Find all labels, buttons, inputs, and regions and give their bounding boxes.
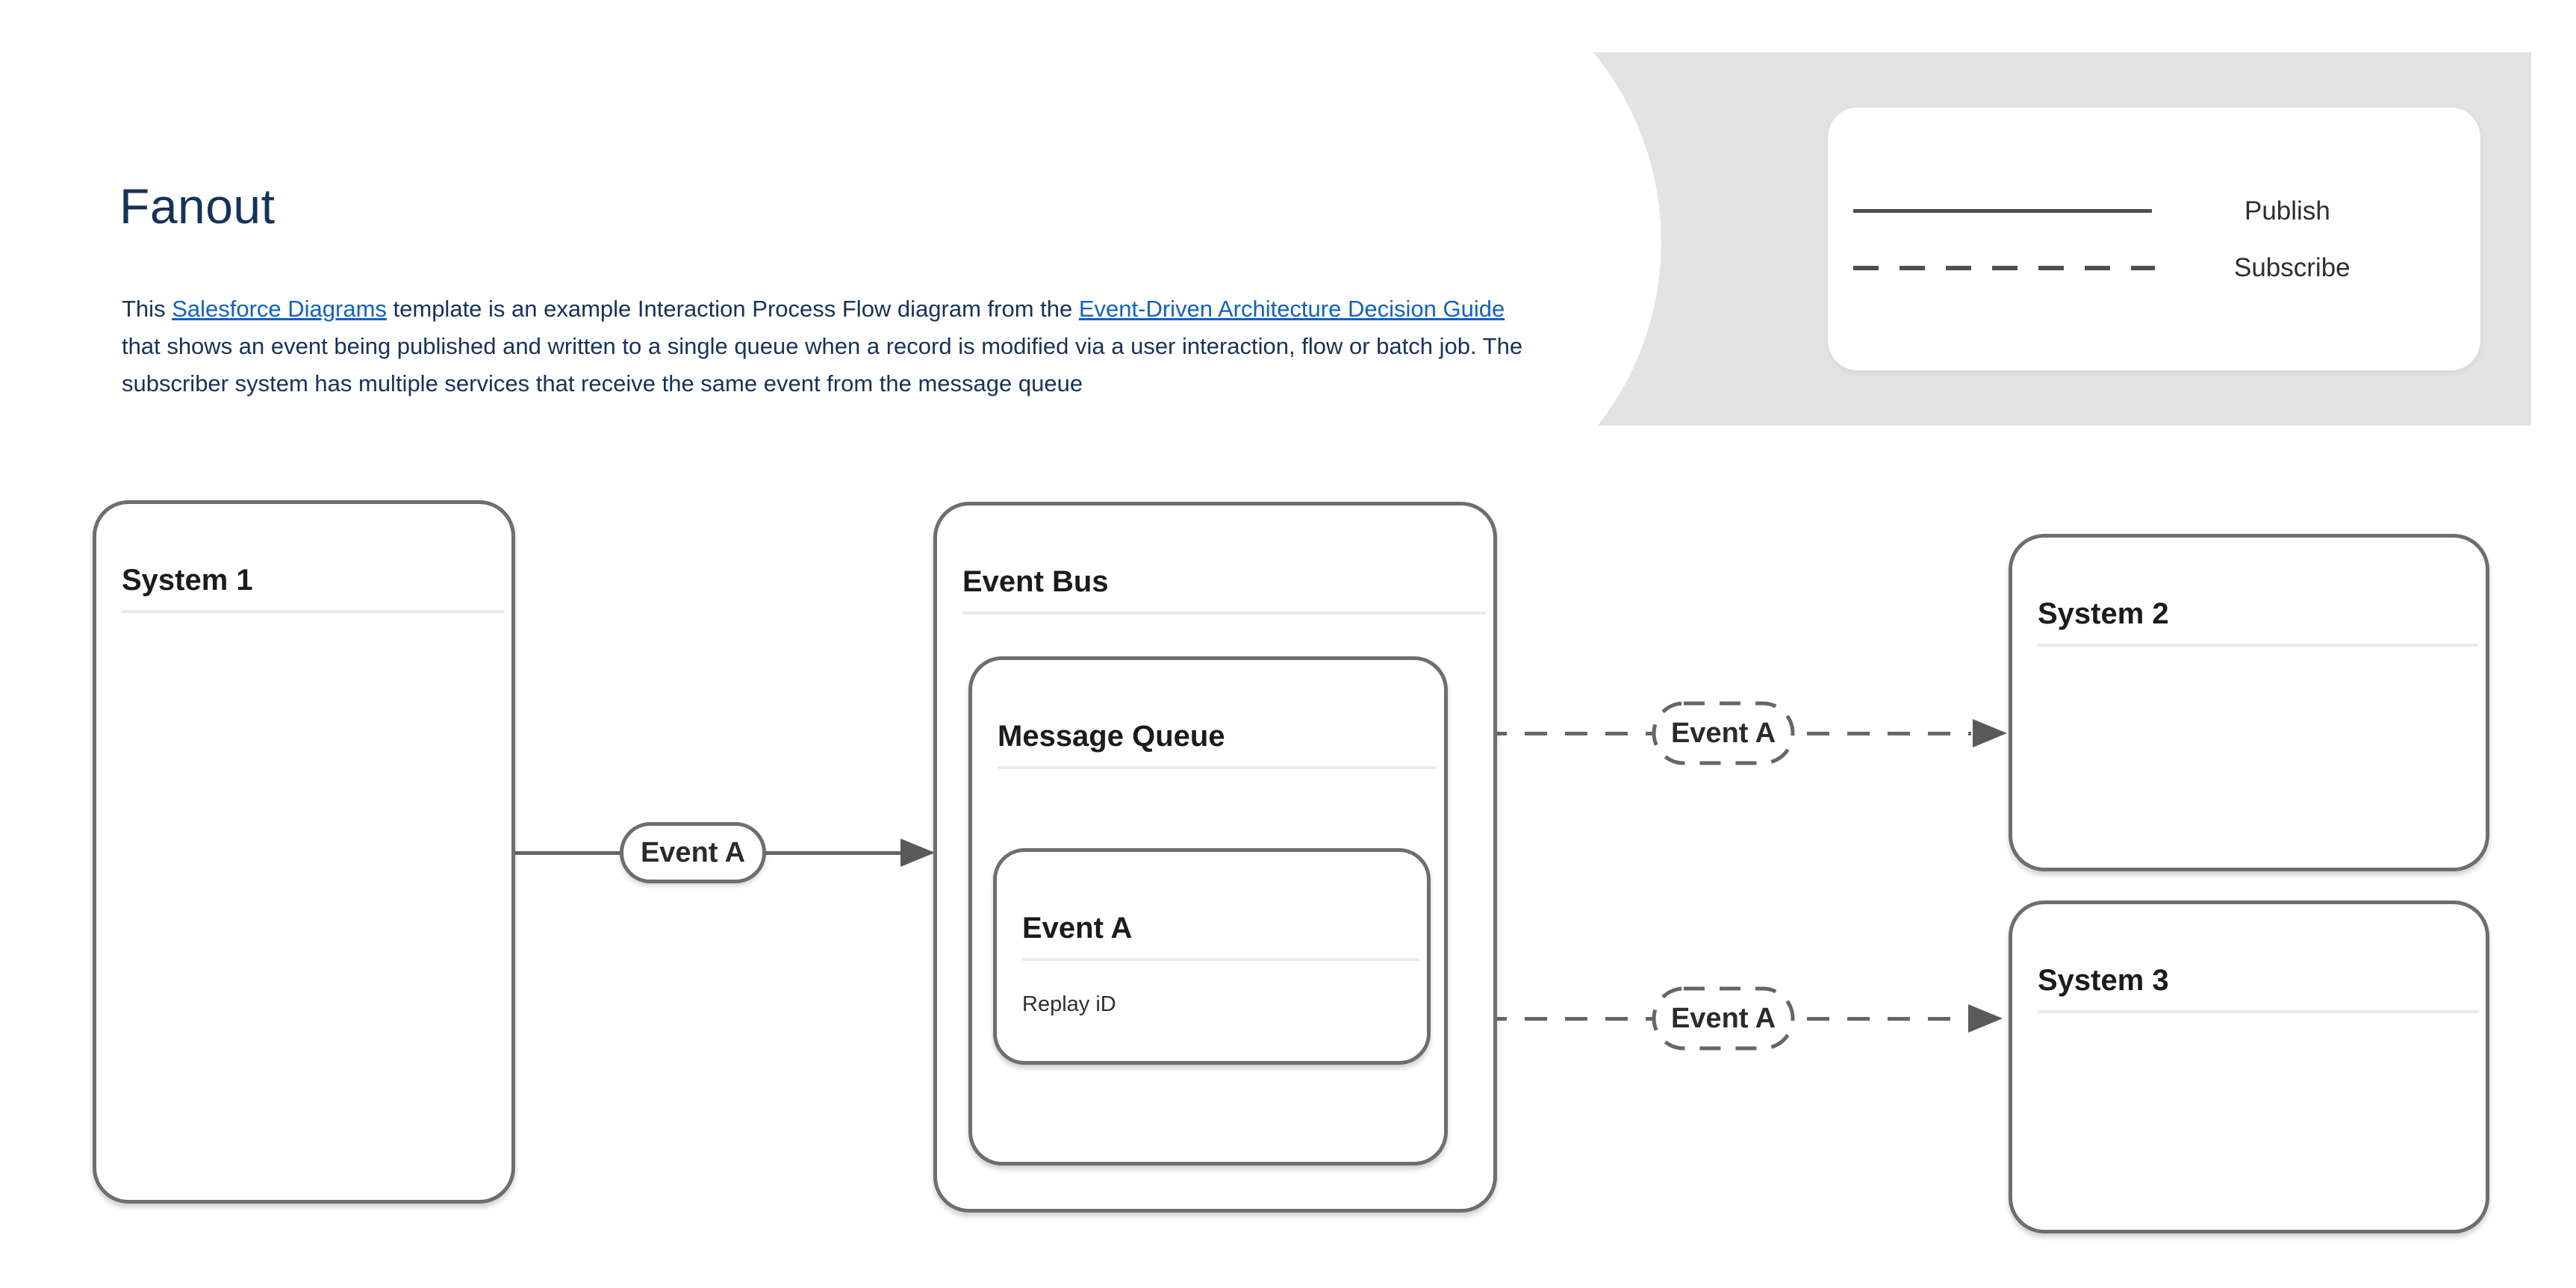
event-record-replay-id: Replay iD bbox=[1022, 992, 1116, 1016]
system3-title-rule bbox=[2038, 1010, 2478, 1013]
subscribe-event-pill-1-label: Event A bbox=[1670, 717, 1776, 749]
event-record-box: Event A Replay iD bbox=[993, 848, 1431, 1065]
system1-title: System 1 bbox=[122, 564, 253, 597]
publish-arrowhead-icon bbox=[900, 839, 935, 867]
publish-event-pill-label: Event A bbox=[640, 836, 746, 868]
system2-title-rule bbox=[2038, 644, 2478, 647]
system3-title: System 3 bbox=[2038, 964, 2169, 997]
publish-event-pill: Event A bbox=[620, 822, 766, 883]
subscribe-event-pill-2: Event A bbox=[1652, 986, 1795, 1051]
publish-line-sample bbox=[1853, 209, 2152, 213]
subscribe-line-sample bbox=[1853, 266, 2155, 270]
subscribe-event-pill-1: Event A bbox=[1652, 701, 1795, 765]
intro-text-segment: that shows an event being published and … bbox=[122, 333, 1523, 396]
message-queue-box: Message Queue Event A Replay iD bbox=[968, 656, 1448, 1166]
intro-link[interactable]: Salesforce Diagrams bbox=[172, 296, 387, 322]
subscribe-arrowhead-2-icon bbox=[1968, 1004, 2003, 1033]
page-title: Fanout bbox=[119, 178, 276, 234]
intro-text-segment: template is an example Interaction Proce… bbox=[386, 296, 1079, 322]
intro-text-segment: This bbox=[122, 296, 172, 322]
dashed-pill-border-1 bbox=[1652, 701, 1795, 765]
message-queue-title-rule bbox=[998, 766, 1437, 769]
event-bus-box: Event Bus Message Queue Event A Replay i… bbox=[933, 502, 1497, 1213]
intro-link[interactable]: Event-Driven Architecture Decision Guide bbox=[1078, 296, 1505, 322]
subscribe-event-pill-2-label: Event A bbox=[1670, 1002, 1776, 1034]
legend-subscribe-label: Subscribe bbox=[2234, 253, 2351, 282]
system1-box: System 1 bbox=[93, 500, 515, 1204]
event-bus-title: Event Bus bbox=[962, 565, 1109, 598]
system2-box: System 2 bbox=[2009, 534, 2489, 871]
subscribe-arrowhead-1-icon bbox=[1973, 719, 2007, 747]
event-record-title-rule bbox=[1022, 958, 1419, 961]
intro-paragraph: This Salesforce Diagrams template is an … bbox=[122, 290, 1544, 402]
legend-publish-label: Publish bbox=[2244, 196, 2330, 225]
legend-card: Publish Subscribe bbox=[1828, 108, 2480, 370]
dashed-pill-border-2 bbox=[1652, 986, 1795, 1051]
message-queue-title: Message Queue bbox=[998, 720, 1225, 753]
system1-title-rule bbox=[122, 610, 504, 613]
event-record-title: Event A bbox=[1022, 912, 1133, 945]
system3-box: System 3 bbox=[2009, 900, 2489, 1233]
event-bus-title-rule bbox=[962, 612, 1486, 615]
system2-title: System 2 bbox=[2038, 597, 2169, 630]
